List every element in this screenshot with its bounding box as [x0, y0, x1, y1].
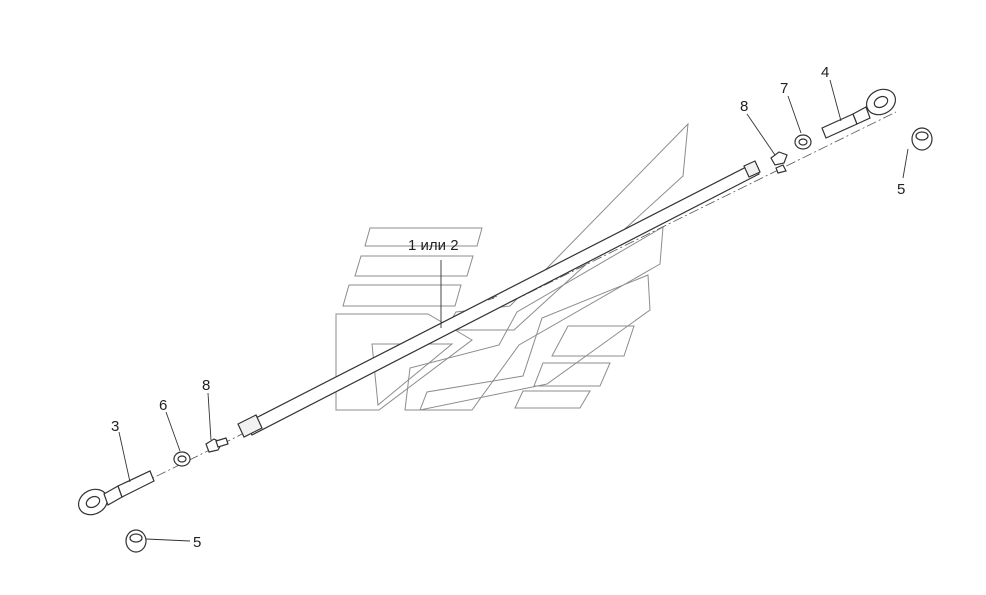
callout-nut-right: 7 — [780, 80, 788, 97]
callout-joint-right: 5 — [897, 181, 905, 198]
right-ball-joint — [911, 127, 933, 151]
callout-clamp-right: 8 — [740, 98, 748, 115]
right-clamp — [770, 151, 788, 174]
callout-nut-left: 6 — [159, 397, 167, 414]
left-clamp — [205, 437, 229, 453]
callout-joint-left: 5 — [193, 534, 201, 551]
callout-clamp-left: 8 — [202, 377, 210, 394]
left-nut — [173, 451, 191, 467]
callout-end-left: 3 — [111, 418, 119, 435]
right-nut — [794, 134, 812, 150]
callout-rod: 1 или 2 — [408, 237, 459, 254]
callout-end-right: 4 — [821, 64, 829, 81]
right-tie-rod-end — [821, 88, 897, 139]
left-ball-joint — [125, 529, 147, 553]
watermark-logo — [335, 122, 689, 411]
left-tie-rod-end — [77, 470, 155, 516]
rod-tube — [237, 160, 761, 438]
leader-lines — [118, 79, 909, 542]
